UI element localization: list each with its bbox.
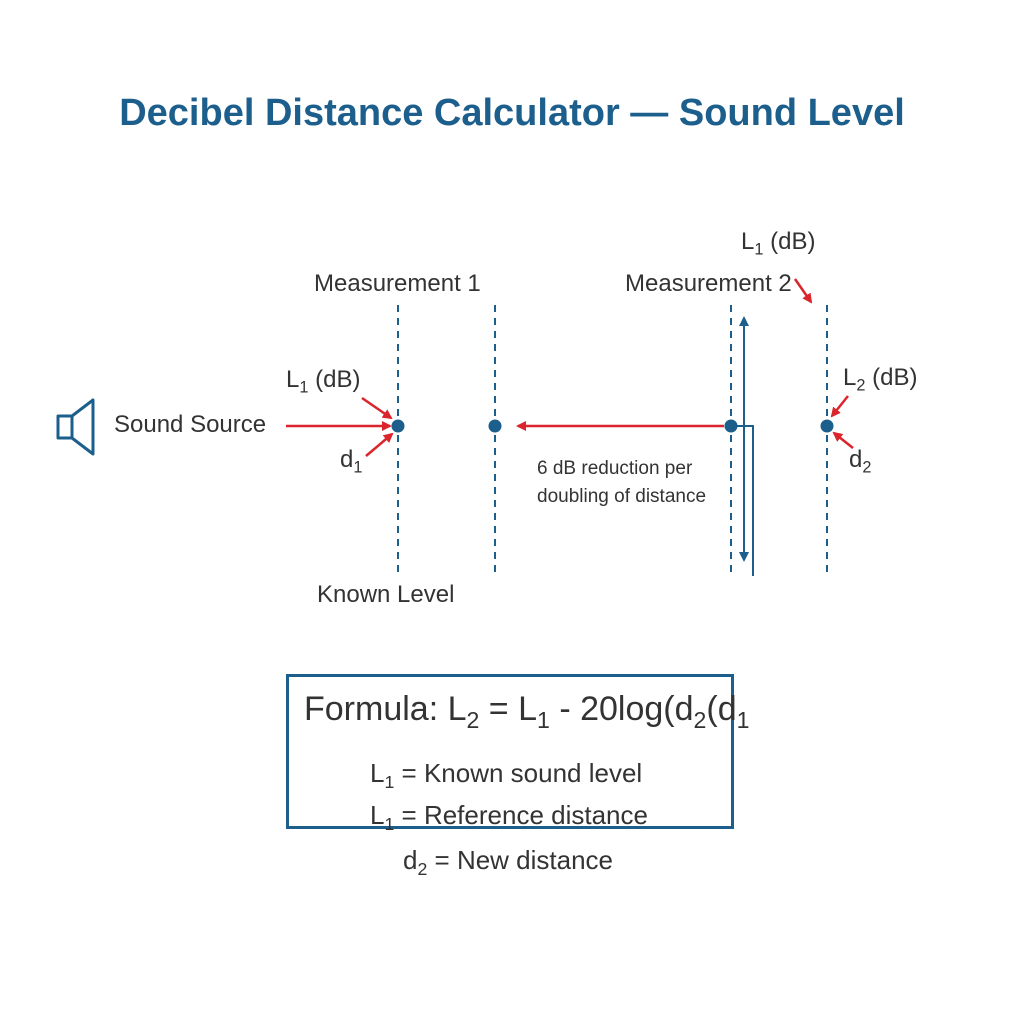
l1-top-symbol: L: [741, 228, 755, 255]
page-title: Decibel Distance Calculator — Sound Leve…: [119, 92, 905, 134]
legend-known-sound-level: L1 = Known sound level: [370, 758, 643, 793]
legend-3-subscript: 2: [417, 859, 428, 880]
measurement-point-4: [820, 419, 834, 433]
d2-label: d2: [849, 446, 872, 477]
formula-subscript-a: 2: [466, 707, 480, 734]
l1-label: L1 (dB): [286, 366, 361, 397]
formula-mid3: (d: [706, 690, 737, 728]
l2-subscript: 2: [856, 376, 866, 395]
legend-new-distance: d2 = New distance: [403, 845, 614, 880]
l2-symbol: L: [843, 364, 857, 391]
reduction-note-line-2: doubling of distance: [537, 485, 707, 507]
legend-1-subscript: 1: [384, 772, 395, 793]
l1-unit: (dB): [315, 366, 361, 393]
measurement-point-1: [391, 419, 405, 433]
formula-mid: = L: [479, 690, 538, 728]
measurement-point-3: [724, 419, 738, 433]
formula-prefix: Formula: L: [304, 690, 467, 728]
reduction-note-line-1: 6 dB reduction per: [537, 458, 693, 479]
speaker-icon: [56, 398, 95, 456]
l1-pointer-arrow: [361, 396, 393, 420]
legend-3-text: = New distance: [427, 845, 614, 875]
formula-subscript-b: 1: [537, 707, 550, 734]
legend-2-subscript: 1: [384, 814, 395, 835]
measurement-point-2: [488, 419, 502, 433]
l1-top-subscript: 1: [754, 240, 764, 259]
measurement-1-label: Measurement 1: [314, 270, 481, 297]
legend-2-symbol: L: [370, 800, 385, 830]
l1-top-label: L1 (dB): [741, 228, 816, 259]
d1-symbol: d: [340, 446, 354, 473]
d2-symbol: d: [849, 446, 863, 473]
l2-pointer-arrow: [830, 395, 849, 418]
formula-subscript-c: 2: [693, 707, 707, 734]
l1-subscript: 1: [299, 378, 309, 397]
legend-3-symbol: d: [403, 845, 418, 875]
d1-label: d1: [340, 446, 363, 477]
d2-pointer-arrow: [832, 431, 854, 449]
sound-source-label: Sound Source: [114, 411, 267, 438]
formula-text: Formula: L2 = L1 - 20log(d2(d1: [304, 690, 749, 732]
d1-pointer-arrow: [365, 432, 394, 457]
reduction-note: 6 dB reduction per doubling of distance: [537, 455, 706, 510]
known-level-label: Known Level: [317, 581, 455, 608]
formula-box: [286, 674, 734, 829]
legend-1-symbol: L: [370, 758, 385, 788]
l1-top-unit: (dB): [770, 228, 816, 255]
d1-subscript: 1: [353, 458, 363, 477]
legend-reference-distance: L1 = Reference distance: [370, 800, 648, 835]
l1-symbol: L: [286, 366, 300, 393]
bracket-line: [731, 425, 754, 576]
l1-top-pointer-arrow: [793, 278, 813, 304]
l2-label: L2 (dB): [843, 364, 918, 395]
measurement-2-label: Measurement 2: [625, 270, 792, 297]
d2-subscript: 2: [862, 458, 872, 477]
formula-mid2: - 20log(d: [549, 690, 694, 728]
formula-subscript-d: 1: [736, 707, 750, 734]
legend-2-text: = Reference distance: [394, 800, 648, 830]
legend-1-text: = Known sound level: [394, 758, 643, 788]
l2-unit: (dB): [872, 364, 918, 391]
